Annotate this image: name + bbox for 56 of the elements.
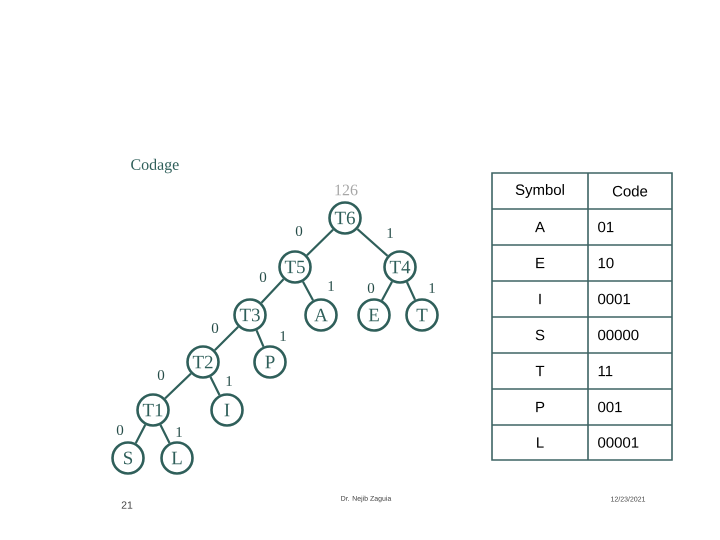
edge-label: 0 xyxy=(116,424,124,436)
slide-title: Codage xyxy=(131,158,179,174)
table-cell: P xyxy=(536,402,544,412)
table-cell: 00001 xyxy=(598,437,638,448)
tree-node: A xyxy=(304,298,338,332)
table-cell: 10 xyxy=(598,258,614,268)
table-cell: 001 xyxy=(598,402,622,412)
edge-label: 1 xyxy=(226,376,232,386)
tree-branch xyxy=(164,372,192,400)
tree-branch xyxy=(306,228,334,256)
tree-branch xyxy=(381,281,393,301)
edge-label: 0 xyxy=(212,322,218,334)
table-cell: E xyxy=(536,258,544,268)
table-cell: 11 xyxy=(598,366,612,376)
edge-label: 1 xyxy=(388,228,393,238)
node-weight: 126 xyxy=(335,184,358,196)
page-number: 21 xyxy=(122,501,132,509)
tree-node: T1 xyxy=(136,393,170,427)
tree-node: P xyxy=(253,345,287,379)
edge-label: 1 xyxy=(176,427,182,437)
table-cell: I xyxy=(539,294,541,304)
tree-branch xyxy=(302,281,314,301)
tree-node: L xyxy=(160,441,194,475)
tree-branch xyxy=(210,376,220,396)
tree-node: T4 xyxy=(383,250,417,284)
tree-node: T5 xyxy=(278,250,312,284)
edge-label: 1 xyxy=(430,283,435,293)
edge-label: 0 xyxy=(296,226,302,236)
tree-branch xyxy=(260,278,284,304)
column-header: Code xyxy=(612,186,648,196)
tree-branch xyxy=(134,424,146,444)
tree-node: I xyxy=(210,393,244,427)
tree-branch xyxy=(214,326,239,351)
tree-node: E xyxy=(357,298,391,332)
table-cell: A xyxy=(535,222,545,232)
tree-node: T6 xyxy=(328,201,362,235)
column-header: Symbol xyxy=(516,184,564,198)
table-cell: 0001 xyxy=(598,294,630,304)
edge-label: 0 xyxy=(158,370,164,380)
table-cell: 01 xyxy=(598,222,614,232)
tree-node: T3 xyxy=(233,298,267,332)
tree-branch xyxy=(406,282,416,300)
edge-label: 0 xyxy=(260,272,266,282)
table-cell: S xyxy=(536,330,544,340)
edge-label: 1 xyxy=(328,281,334,291)
table-cell: 00000 xyxy=(598,330,638,340)
tree-node: T xyxy=(405,298,439,332)
edge-label: 0 xyxy=(368,282,374,294)
tree-branch xyxy=(160,424,170,444)
tree-branch xyxy=(356,228,388,257)
tree-branch xyxy=(256,330,264,347)
tree-node: T2 xyxy=(186,345,220,379)
edge-label: 1 xyxy=(280,331,286,341)
table-cell: L xyxy=(537,437,544,448)
tree-node: S xyxy=(111,441,145,475)
table-cell: T xyxy=(536,366,544,376)
